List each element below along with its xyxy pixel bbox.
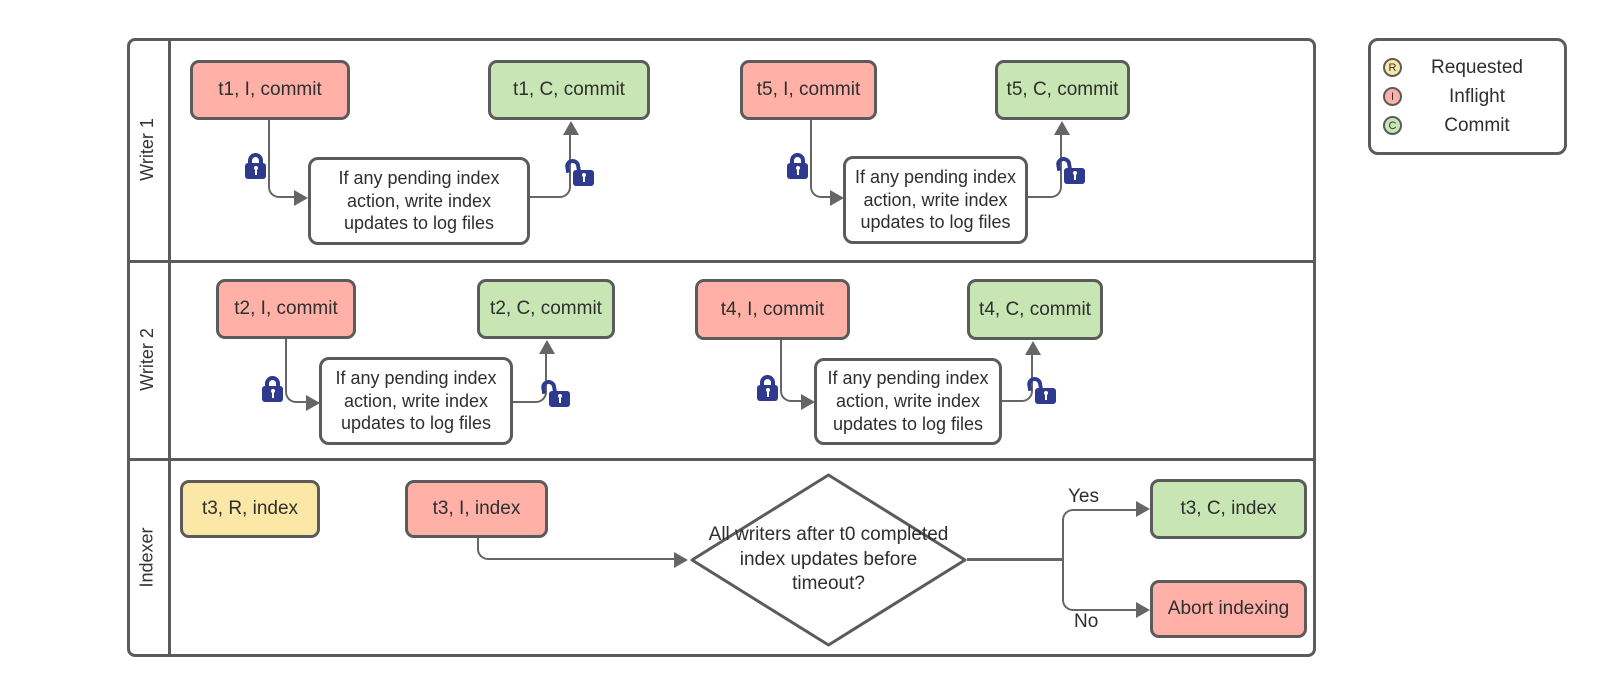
legend-inflight-icon: I xyxy=(1383,87,1402,106)
connector-t1-inflight-to-process xyxy=(268,120,296,198)
lock-open-icon xyxy=(1025,375,1056,405)
lock-closed-icon xyxy=(787,153,808,180)
connector-yes-branch xyxy=(1062,509,1136,560)
branch-label-no: No xyxy=(1074,611,1099,632)
legend: R Requested I Inflight C Commit xyxy=(1368,38,1567,155)
node-t3-inflight: t3, I, index xyxy=(405,480,548,538)
connector-no-branch xyxy=(1062,559,1136,611)
connector-decision-stub xyxy=(967,558,1062,561)
legend-requested-icon: R xyxy=(1383,58,1402,77)
lane-label-column-divider xyxy=(168,38,171,657)
connector-t2-inflight-to-process xyxy=(285,339,310,403)
arrowhead-icon xyxy=(830,190,844,206)
arrowhead-icon xyxy=(539,340,555,354)
lock-closed-icon xyxy=(262,376,283,403)
node-t2-inflight: t2, I, commit xyxy=(216,279,356,339)
legend-item-inflight: I Inflight xyxy=(1383,86,1552,108)
lock-closed-icon xyxy=(245,153,266,180)
lock-closed-icon xyxy=(757,375,778,402)
process-note-t1: If any pending index action, write index… xyxy=(308,157,530,245)
connector-t5-inflight-to-process xyxy=(810,120,832,198)
lock-open-icon xyxy=(539,378,570,408)
swimlane-pool xyxy=(127,38,1316,657)
process-note-t5: If any pending index action, write index… xyxy=(843,156,1028,244)
legend-commit-icon: C xyxy=(1383,116,1402,135)
lane-separator xyxy=(127,260,1316,263)
arrowhead-icon xyxy=(674,552,688,568)
arrowhead-icon xyxy=(1054,121,1070,135)
decision-text: All writers after t0 completed index upd… xyxy=(708,523,949,595)
node-t2-commit: t2, C, commit xyxy=(477,279,615,339)
connector-process-to-t2-commit xyxy=(513,350,547,403)
lane-label-text: Indexer xyxy=(137,527,158,588)
arrowhead-icon xyxy=(294,190,308,206)
decision-diamond xyxy=(690,473,967,647)
process-note-t4: If any pending index action, write index… xyxy=(814,358,1002,445)
legend-item-label: Inflight xyxy=(1449,85,1505,107)
node-abort-indexing: Abort indexing xyxy=(1150,580,1307,638)
lane-label-indexer: Indexer xyxy=(127,458,168,657)
arrowhead-icon xyxy=(563,121,579,135)
node-t1-inflight: t1, I, commit xyxy=(190,60,350,120)
arrowhead-icon xyxy=(306,395,320,411)
arrowhead-icon xyxy=(801,394,815,410)
connector-t3-inflight-to-decision xyxy=(477,538,676,560)
node-t3-commit: t3, C, index xyxy=(1150,479,1307,539)
branch-label-yes: Yes xyxy=(1068,486,1099,507)
lane-label-text: Writer 1 xyxy=(137,117,157,181)
node-t4-inflight: t4, I, commit xyxy=(695,279,850,340)
connector-process-to-t5-commit xyxy=(1028,132,1062,198)
connector-process-to-t1-commit xyxy=(530,132,571,198)
lane-separator xyxy=(127,458,1316,461)
arrowhead-icon xyxy=(1025,341,1041,355)
process-note-t2: If any pending index action, write index… xyxy=(319,357,513,445)
arrowhead-icon xyxy=(1136,501,1150,517)
node-t3-requested: t3, R, index xyxy=(180,480,320,538)
lane-label-text: Writer 2 xyxy=(137,327,157,391)
connector-t4-inflight-to-process xyxy=(780,340,803,402)
connector-process-to-t4-commit xyxy=(1002,352,1033,402)
lane-label-writer-1: Writer 1 xyxy=(127,38,168,260)
node-t1-commit: t1, C, commit xyxy=(488,60,650,120)
legend-item-label: Commit xyxy=(1444,114,1510,136)
node-t5-inflight: t5, I, commit xyxy=(740,60,877,120)
legend-item-requested: R Requested xyxy=(1383,57,1552,79)
node-t4-commit: t4, C, commit xyxy=(967,279,1103,340)
legend-item-commit: C Commit xyxy=(1383,115,1552,137)
node-t5-commit: t5, C, commit xyxy=(995,60,1130,120)
lock-open-icon xyxy=(1054,155,1085,185)
lock-open-icon xyxy=(563,157,594,187)
arrowhead-icon xyxy=(1136,602,1150,618)
lane-label-writer-2: Writer 2 xyxy=(127,260,168,458)
legend-item-label: Requested xyxy=(1431,56,1523,78)
